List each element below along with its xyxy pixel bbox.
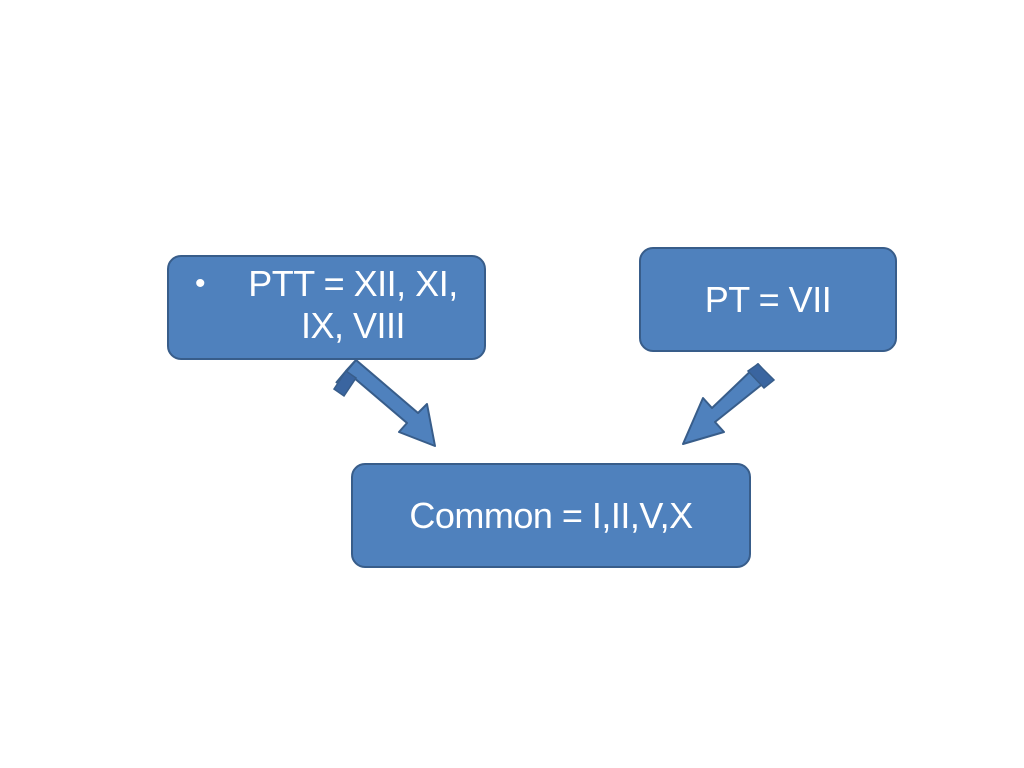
arrow-pt-to-common bbox=[682, 363, 776, 445]
pt-box: PT = VII bbox=[639, 247, 897, 352]
arrow-ptt-to-common bbox=[332, 359, 436, 447]
ptt-box: • PTT = XII, XI, IX, VIII bbox=[167, 255, 486, 360]
pt-label: PT = VII bbox=[704, 278, 832, 320]
ptt-bullet-item: • PTT = XII, XI, IX, VIII bbox=[195, 263, 473, 347]
common-box: Common = I,II,V,X bbox=[351, 463, 751, 568]
bullet-icon: • bbox=[195, 267, 206, 300]
common-label: Common = I,II,V,X bbox=[409, 494, 693, 536]
ptt-label: PTT = XII, XI, IX, VIII bbox=[248, 263, 458, 346]
